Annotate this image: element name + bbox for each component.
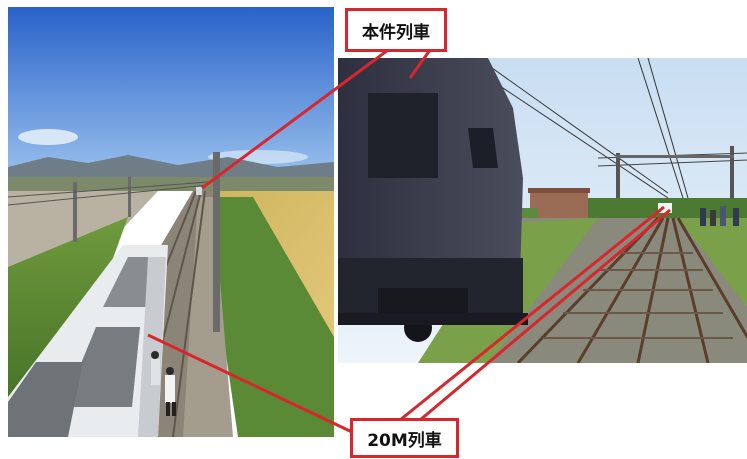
label-20m-train-text: 20M列車 [367,430,442,451]
catenary-gantry [616,153,620,223]
catenary-pole [213,152,220,332]
photo-left-aerial-view [8,7,334,437]
train-main [338,58,528,342]
building [530,191,588,219]
label-subject-train-text: 本件列車 [362,22,430,43]
label-subject-train: 本件列車 [345,8,447,52]
photo-right-ground-view [338,58,747,363]
label-20m-train: 20M列車 [350,418,459,458]
distant-train [658,203,672,213]
